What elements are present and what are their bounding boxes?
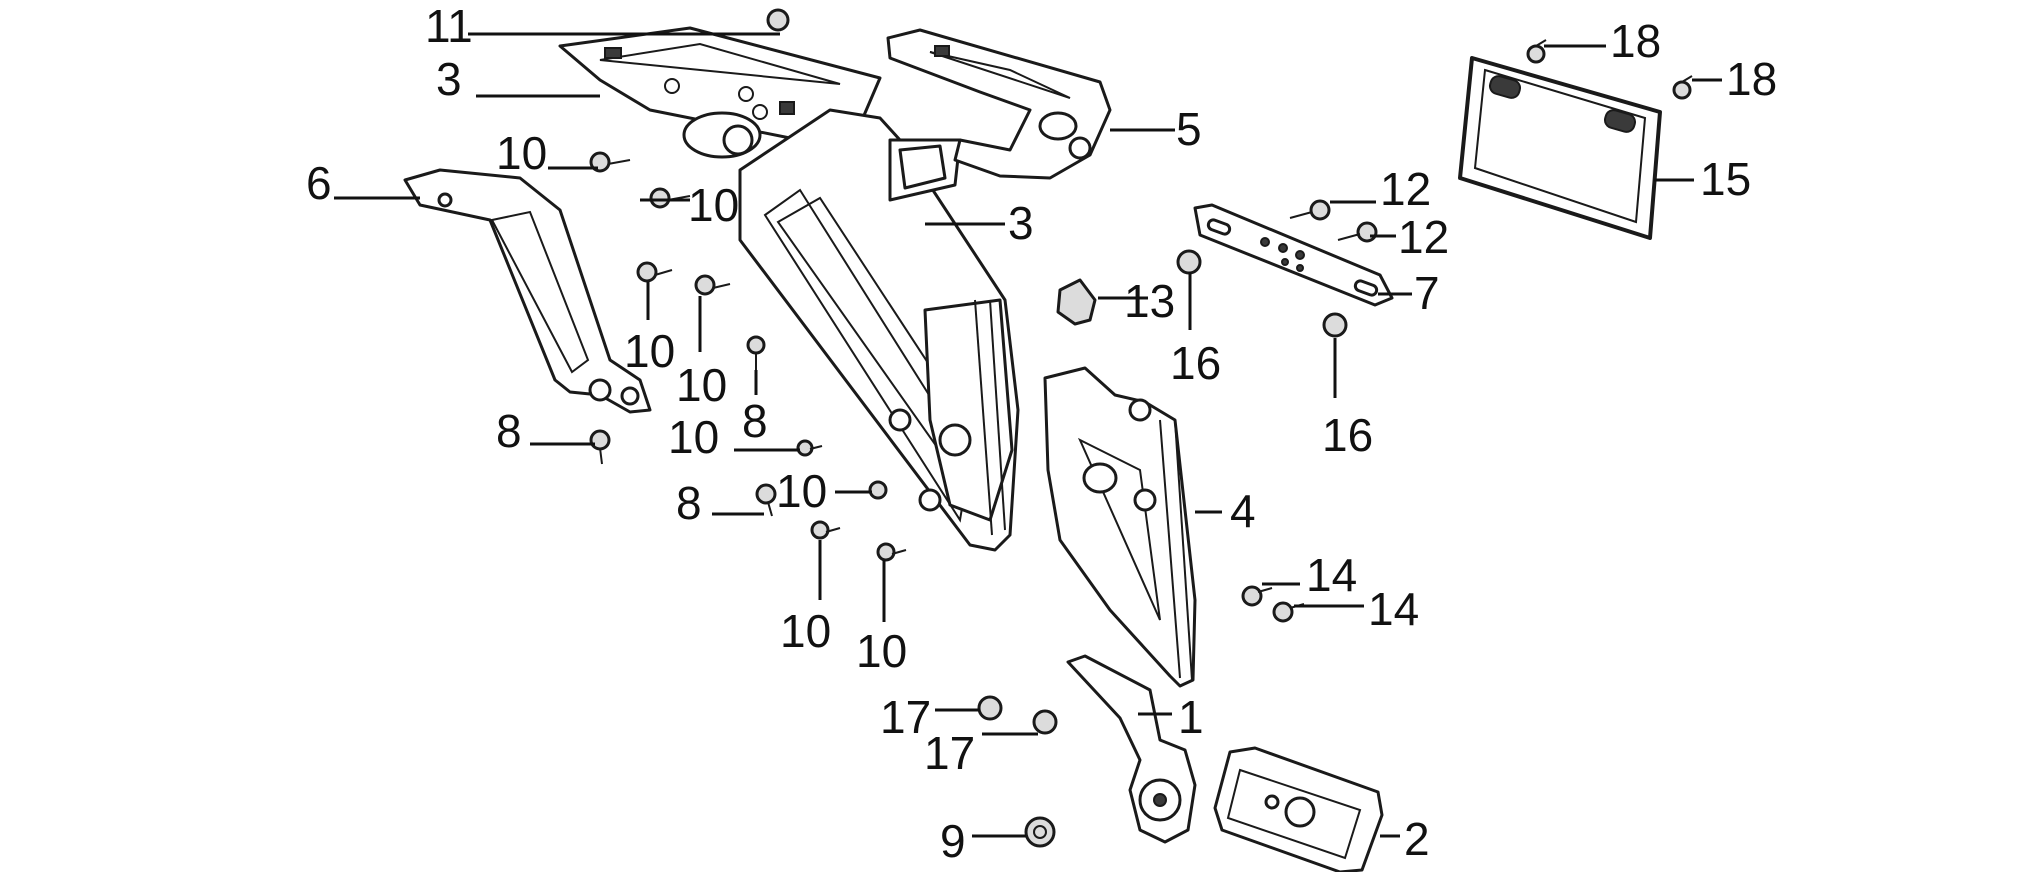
nut-16a: [1176, 249, 1202, 275]
bolt-12a: [1289, 199, 1331, 221]
fasteners: [589, 8, 1693, 848]
rear-fender-body: [738, 108, 1020, 552]
callout-10-g: 10: [780, 605, 832, 657]
bolt-10h: [876, 542, 907, 562]
bolt-12b: [1337, 221, 1378, 243]
callout-10-d: 10: [676, 359, 728, 411]
rear-bracket-top-plate: [558, 26, 882, 159]
callout-8-c: 8: [676, 477, 702, 529]
callout-14-b: 14: [1368, 583, 1420, 635]
bolt-10g: [810, 520, 841, 540]
callout-9: 9: [940, 815, 966, 867]
callout-5: 5: [1176, 103, 1202, 155]
license-plate: [1458, 56, 1662, 240]
callout-16-a: 16: [1170, 337, 1222, 389]
nut-16b: [1322, 312, 1348, 338]
callout-16-b: 16: [1322, 409, 1374, 461]
callout-13: 13: [1124, 275, 1176, 327]
callout-3-lower: 3: [1008, 197, 1034, 249]
bolt-10a: [589, 151, 631, 173]
callout-6: 6: [306, 157, 332, 209]
callout-10-f: 10: [776, 465, 828, 517]
bolt-10c: [636, 261, 673, 283]
callout-1: 1: [1178, 691, 1204, 743]
callout-7: 7: [1414, 267, 1440, 319]
callout-8-b: 8: [496, 405, 522, 457]
callout-18-a: 18: [1610, 15, 1662, 67]
nut-9: [1024, 816, 1056, 848]
leader-lines: [334, 32, 1722, 838]
callout-10-b: 10: [688, 179, 740, 231]
nut-17b: [1032, 709, 1058, 735]
callout-12-a: 12: [1380, 163, 1432, 215]
bolt-10f: [868, 480, 888, 500]
callout-10-h: 10: [856, 625, 908, 677]
license-bracket: [1193, 203, 1394, 307]
bolt-10e: [796, 439, 823, 457]
bolt-8a: [746, 335, 766, 370]
callout-15: 15: [1700, 153, 1752, 205]
callout-14-a: 14: [1306, 549, 1358, 601]
bolt-18a: [1526, 39, 1547, 64]
bolt-10b: [649, 187, 691, 209]
callout-4: 4: [1230, 485, 1256, 537]
callout-10-c: 10: [624, 325, 676, 377]
reflector: [1213, 746, 1384, 872]
callout-11: 11: [425, 0, 473, 52]
callout-8-a: 8: [742, 395, 768, 447]
grommet-13: [1056, 278, 1097, 326]
bolt-8b: [589, 429, 611, 465]
callout-17-b: 17: [924, 727, 976, 779]
callout-10-e: 10: [668, 411, 720, 463]
callout-18-b: 18: [1726, 53, 1778, 105]
callout-12-b: 12: [1398, 211, 1450, 263]
bolt-14a: [1241, 585, 1273, 607]
callout-3-upper: 3: [436, 53, 462, 105]
nut-17a: [977, 695, 1003, 721]
nut-11: [766, 8, 790, 32]
upper-right-bracket: [886, 28, 1112, 180]
bolt-18b: [1672, 75, 1693, 100]
bolt-8c: [755, 483, 777, 517]
callout-2: 2: [1404, 813, 1430, 865]
callout-17-a: 17: [880, 691, 932, 743]
lower-fender-flap: [1043, 366, 1197, 688]
bolt-10d: [694, 274, 731, 296]
left-support-arm: [403, 168, 652, 414]
reflector-bracket: [1066, 654, 1197, 844]
callout-10-a: 10: [496, 127, 548, 179]
